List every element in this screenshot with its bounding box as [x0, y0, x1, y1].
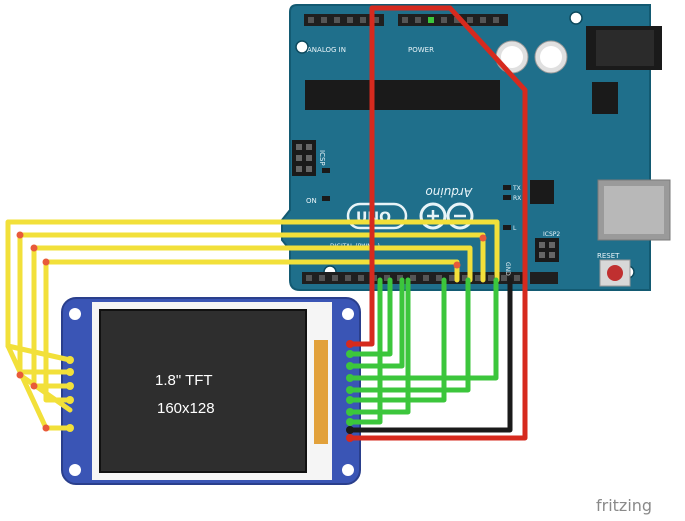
icsp-header	[292, 140, 316, 176]
arduino-logo-text: Arduino	[425, 185, 473, 199]
gnd-label: GND	[504, 262, 511, 276]
fritzing-watermark: fritzing	[596, 496, 652, 515]
mounting-hole	[69, 308, 81, 320]
icsp2-header	[535, 238, 559, 262]
mounting-hole	[69, 464, 81, 476]
digital-header-2	[530, 272, 558, 284]
usb-chip	[530, 180, 554, 204]
mounting-hole	[342, 464, 354, 476]
red-wire	[347, 5, 528, 441]
wires	[5, 5, 528, 442]
regulator	[592, 82, 618, 114]
tft-resolution: 160x128	[157, 400, 215, 417]
icsp2-label: ICSP2	[543, 231, 560, 238]
tft-screen	[99, 309, 307, 473]
black-wire	[347, 277, 513, 433]
rx-label: RX	[513, 195, 521, 202]
reset-button-cap[interactable]	[607, 265, 623, 281]
on-label: ON	[306, 197, 317, 205]
tx-label: TX	[512, 185, 521, 192]
power-label: POWER	[408, 46, 434, 54]
icsp-label: ICSP	[318, 150, 326, 166]
tft-title: 1.8" TFT	[155, 372, 213, 389]
microcontroller-chip	[305, 80, 500, 110]
mounting-hole	[342, 308, 354, 320]
tft-ribbon	[314, 340, 328, 444]
analog-in-label: ANALOG IN	[307, 46, 346, 54]
power-header	[398, 14, 508, 26]
l-label: L	[513, 225, 517, 232]
tft-pin-ends	[66, 340, 354, 442]
junction-dots	[16, 231, 487, 432]
tft-display: 1.8" TFT 160x128	[61, 297, 361, 485]
mounting-hole	[569, 11, 583, 25]
mounting-hole	[295, 40, 309, 54]
green-wires	[347, 277, 499, 425]
reset-label: RESET	[597, 252, 620, 260]
